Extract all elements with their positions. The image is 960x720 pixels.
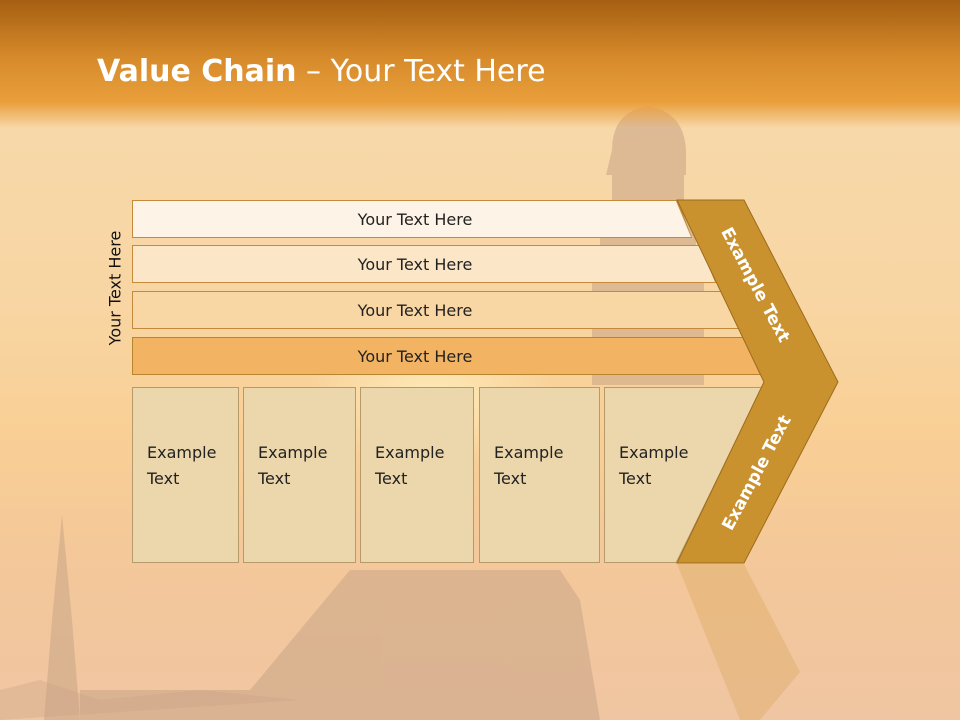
box-line1: Example bbox=[258, 443, 328, 462]
band-label: Your Text Here bbox=[357, 346, 473, 366]
box-line1: Example bbox=[619, 443, 689, 462]
box-line2: Text bbox=[375, 469, 408, 488]
band-label: Your Text Here bbox=[357, 300, 473, 320]
band-label: Your Text Here bbox=[357, 209, 473, 229]
box-line2: Text bbox=[147, 469, 180, 488]
title-bold: Value Chain bbox=[97, 54, 297, 89]
support-band-4: Your Text Here bbox=[132, 337, 764, 375]
band-label: Your Text Here bbox=[357, 254, 473, 274]
support-band-1: Your Text Here bbox=[132, 200, 692, 238]
box-line1: Example bbox=[147, 443, 217, 462]
slide-title: Value Chain – Your Text Here bbox=[97, 54, 546, 89]
slide-header bbox=[0, 0, 960, 128]
support-band-2: Your Text Here bbox=[132, 245, 716, 283]
support-band-3: Your Text Here bbox=[132, 291, 740, 329]
box-line2: Text bbox=[619, 469, 652, 488]
box-line1: Example bbox=[375, 443, 445, 462]
box-line2: Text bbox=[258, 469, 291, 488]
box-line2: Text bbox=[494, 469, 527, 488]
title-rest: – Your Text Here bbox=[296, 54, 546, 89]
box-line1: Example bbox=[494, 443, 564, 462]
